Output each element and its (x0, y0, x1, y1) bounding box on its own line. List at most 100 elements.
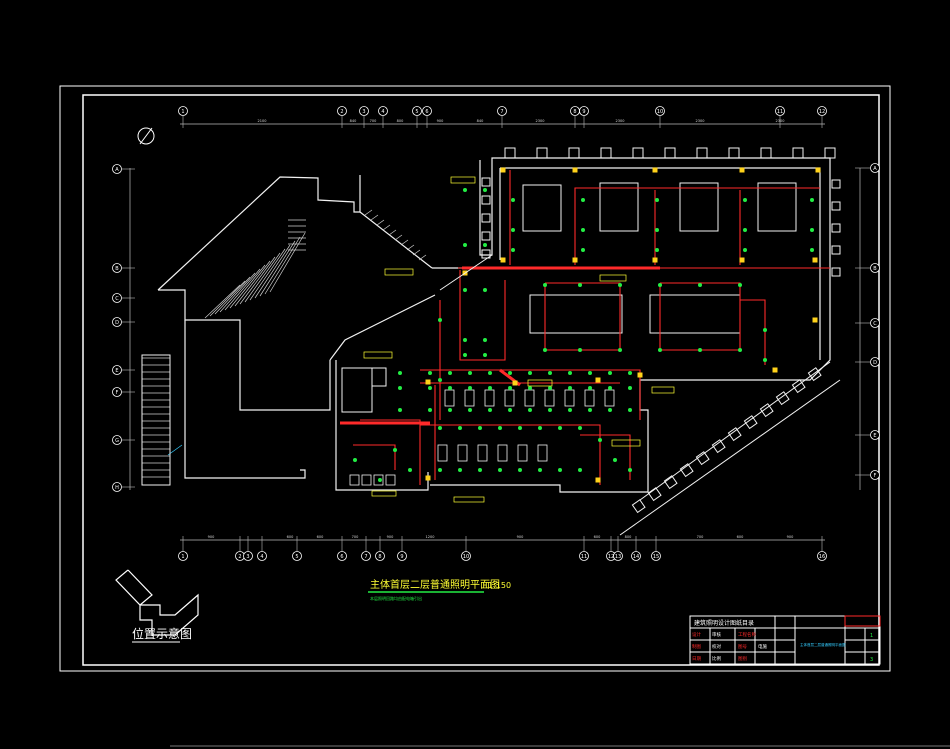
location-diagram (115, 569, 199, 636)
facade-windows (481, 147, 841, 514)
title-block-side-value: 3 (870, 657, 873, 663)
bottom-axis-bubble: 14 (631, 551, 641, 561)
left-axis-bubble: E (112, 365, 122, 375)
right-axis-bubble: A (870, 163, 880, 173)
svg-text:9: 9 (582, 109, 585, 115)
svg-text:A: A (115, 167, 119, 173)
title-block-side-value: 1 (870, 633, 873, 639)
svg-text:3: 3 (246, 554, 249, 560)
bottom-dimension: 1200 (426, 535, 435, 539)
bottom-axis-bubble: 12 (606, 551, 616, 561)
title-block-side: 13 (870, 633, 873, 663)
title-block-cell: 电施 (758, 643, 767, 650)
top-axis-bubble: 3 (359, 106, 369, 116)
svg-text:2: 2 (340, 109, 343, 115)
svg-text:10: 10 (657, 109, 663, 115)
top-dimension: 2300 (696, 119, 705, 123)
top-axis-bubble: 11 (775, 106, 785, 116)
svg-text:12: 12 (608, 554, 614, 560)
bottom-dimension: 600 (737, 535, 744, 539)
top-dimension: 840 (350, 119, 357, 123)
svg-text:11: 11 (777, 109, 783, 115)
bottom-axis-bubble: 10 (461, 551, 471, 561)
bottom-dimension: 900 (787, 535, 794, 539)
bottom-axis-bubble: 1 (178, 551, 188, 561)
svg-text:D: D (115, 320, 119, 326)
bottom-axis-bubble: 8 (375, 551, 385, 561)
svg-text:8: 8 (573, 109, 576, 115)
top-axis-bubble: 9 (579, 106, 589, 116)
right-axis-bubble: D (870, 357, 880, 367)
top-dimension: 900 (437, 119, 444, 123)
svg-text:14: 14 (633, 554, 639, 560)
title-block-cell: 图别 (738, 655, 747, 662)
bottom-dimension: 900 (387, 535, 394, 539)
svg-text:12: 12 (819, 109, 825, 115)
title-block-cell: 制图 (692, 643, 701, 650)
bottom-dimension: 900 (517, 535, 524, 539)
bottom-axis-bubble: 15 (651, 551, 661, 561)
bottom-axis-bubble: 5 (292, 551, 302, 561)
drawing-note: 本层照明回路均由配电箱引出 (370, 595, 422, 601)
svg-text:B: B (115, 266, 119, 272)
main-feeder (340, 266, 660, 425)
svg-text:13: 13 (615, 554, 621, 560)
bottom-dimension: 600 (287, 535, 294, 539)
top-axis-bubble: 8 (570, 106, 580, 116)
title-block-cell: 设计 (692, 631, 701, 638)
bottom-axis-bubble: 11 (579, 551, 589, 561)
svg-text:11: 11 (581, 554, 587, 560)
callout-labels (167, 176, 675, 503)
top-dimension: 2300 (776, 119, 785, 123)
bottom-axis-bubble: 3 (243, 551, 253, 561)
title-block-cell: 图号 (738, 644, 747, 650)
title-block-header: 建筑照明设计图纸目录 (694, 619, 754, 627)
svg-text:9: 9 (400, 554, 403, 560)
left-axis-bubble: B (112, 263, 122, 273)
svg-text:D: D (873, 360, 877, 366)
left-axis-bubble: C (112, 293, 122, 303)
right-axis-bubble: B (870, 263, 880, 273)
facade-diagonal (439, 254, 841, 536)
left-axis-bubble: H (112, 482, 122, 492)
svg-text:C: C (873, 321, 877, 327)
bottom-axis-bubble: 7 (361, 551, 371, 561)
lighting-circuits (353, 170, 830, 485)
svg-text:6: 6 (425, 109, 428, 115)
bottom-axis-bubble: 9 (397, 551, 407, 561)
desk-boxes (349, 389, 615, 486)
top-dimension: 2300 (616, 119, 625, 123)
top-axis-bubble: 5 (412, 106, 422, 116)
building-walls (157, 157, 831, 493)
right-axis-bubble: E (870, 430, 880, 440)
top-axis-bubble: 10 (655, 106, 665, 116)
title-block-sheet-title: 主体首层二层普通照明平面图 (800, 642, 846, 647)
title-block-cell: 比例 (712, 655, 721, 662)
svg-text:7: 7 (500, 109, 503, 115)
svg-text:4: 4 (381, 109, 384, 115)
bottom-axis-bubble: 2 (235, 551, 245, 561)
north-arrow-icon (137, 127, 155, 145)
top-dimension: 840 (477, 119, 484, 123)
svg-text:A: A (873, 166, 877, 172)
svg-text:G: G (115, 438, 119, 444)
svg-text:B: B (873, 266, 877, 272)
location-caption: 位置示意图 (132, 626, 192, 641)
left-axis-bubble: G (112, 435, 122, 445)
bottom-dimension: 800 (625, 535, 632, 539)
bottom-dimension: 600 (594, 535, 601, 539)
svg-text:10: 10 (463, 554, 469, 560)
svg-text:H: H (115, 485, 119, 491)
left-stair (141, 354, 171, 486)
title-block-cell: 审核 (712, 631, 721, 638)
top-axis-bubble: 2 (337, 106, 347, 116)
svg-text:4: 4 (260, 554, 263, 560)
top-dimension: 2100 (258, 119, 267, 123)
stair-hatching (142, 209, 427, 478)
svg-text:1: 1 (181, 554, 184, 560)
bottom-dimension: 900 (208, 535, 215, 539)
